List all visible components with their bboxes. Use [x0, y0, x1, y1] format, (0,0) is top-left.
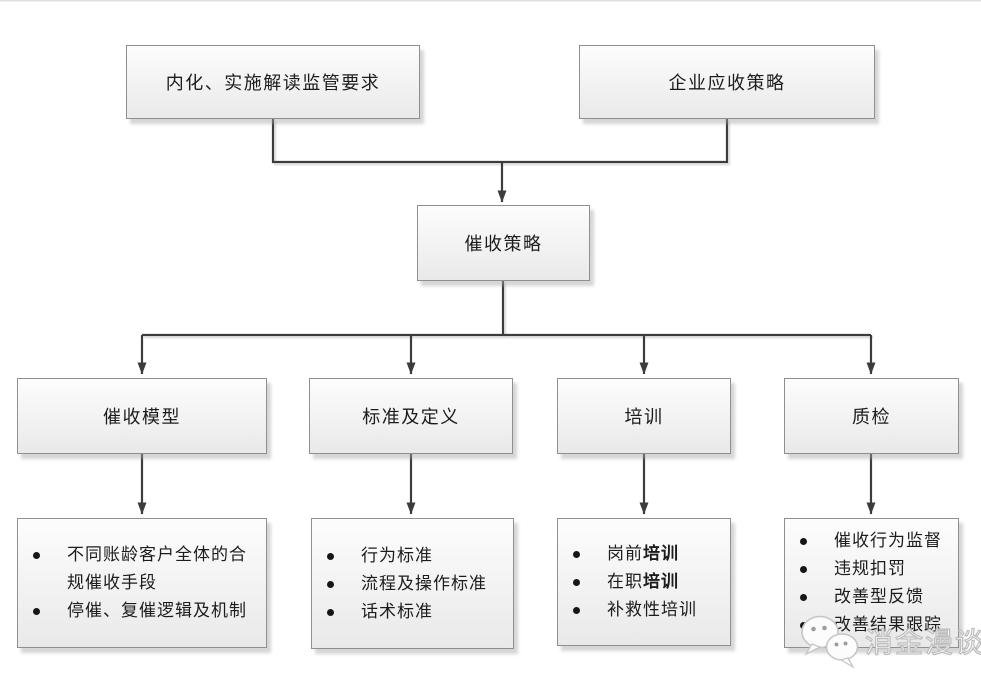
wechat-bubbles-icon: [801, 615, 859, 669]
list-item: 不同账龄客户全体的合规催收手段: [31, 541, 264, 597]
bullet-list: 不同账龄客户全体的合规催收手段 停催、复催逻辑及机制: [31, 541, 264, 625]
node-collection-model: 催收模型: [17, 378, 267, 454]
list-item: 停催、复催逻辑及机制: [31, 597, 264, 625]
node-enterprise-receivables-strategy: 企业应收策略: [579, 45, 875, 119]
bullet-icon: [33, 608, 40, 615]
bullet-icon: [800, 538, 807, 545]
node-internalize-regulatory-requirements: 内化、实施解读监管要求: [126, 45, 420, 119]
node-label: 催收策略: [464, 234, 543, 255]
list-item: 话术标准: [325, 598, 511, 626]
bullet-icon: [573, 607, 580, 614]
node-quality-inspection: 质检: [784, 378, 959, 454]
list-item: 改善型反馈: [798, 583, 956, 611]
node-label: 企业应收策略: [668, 73, 786, 94]
list-item: 补救性培训: [571, 596, 728, 624]
bullet-list: 行为标准 流程及操作标准 话术标准: [325, 542, 511, 626]
list-item: 催收行为监督: [798, 527, 956, 555]
bullet-icon: [33, 552, 40, 559]
list-item: 流程及操作标准: [325, 570, 511, 598]
node-standards-definitions: 标准及定义: [309, 378, 513, 454]
page-top-border: [0, 0, 981, 2]
bullet-icon: [327, 580, 334, 588]
list-standards-definitions: 行为标准 流程及操作标准 话术标准: [311, 518, 514, 649]
bullet-icon: [800, 566, 807, 573]
node-label: 标准及定义: [362, 407, 460, 428]
connector-strokes: [137, 119, 876, 515]
list-collection-model: 不同账龄客户全体的合规催收手段 停催、复催逻辑及机制: [17, 518, 267, 648]
node-label: 培训: [624, 407, 664, 428]
node-collection-strategy: 催收策略: [417, 205, 590, 281]
list-item: 违规扣罚: [798, 555, 956, 583]
list-item: 岗前培训: [571, 540, 728, 568]
node-label: 质检: [852, 407, 891, 428]
bullet-icon: [327, 552, 334, 560]
bullet-icon: [800, 594, 807, 601]
watermark-text: 消金漫谈: [864, 625, 981, 659]
bullet-icon: [573, 579, 580, 586]
watermark: 消金漫谈: [799, 611, 981, 675]
bullet-icon: [573, 551, 580, 558]
bullet-list: 催收行为监督 违规扣罚 改善型反馈 改善结果跟踪: [798, 527, 956, 639]
list-item: 在职培训: [571, 568, 728, 596]
node-label: 内化、实施解读监管要求: [165, 73, 381, 94]
bullet-list: 岗前培训 在职培训 补救性培训: [571, 540, 728, 624]
merge-connector: [271, 119, 729, 164]
bullet-icon: [327, 608, 334, 616]
list-item: 行为标准: [325, 542, 511, 570]
list-training: 岗前培训 在职培训 补救性培训: [557, 518, 731, 646]
node-training: 培训: [557, 378, 731, 454]
node-label: 催收模型: [103, 407, 181, 428]
